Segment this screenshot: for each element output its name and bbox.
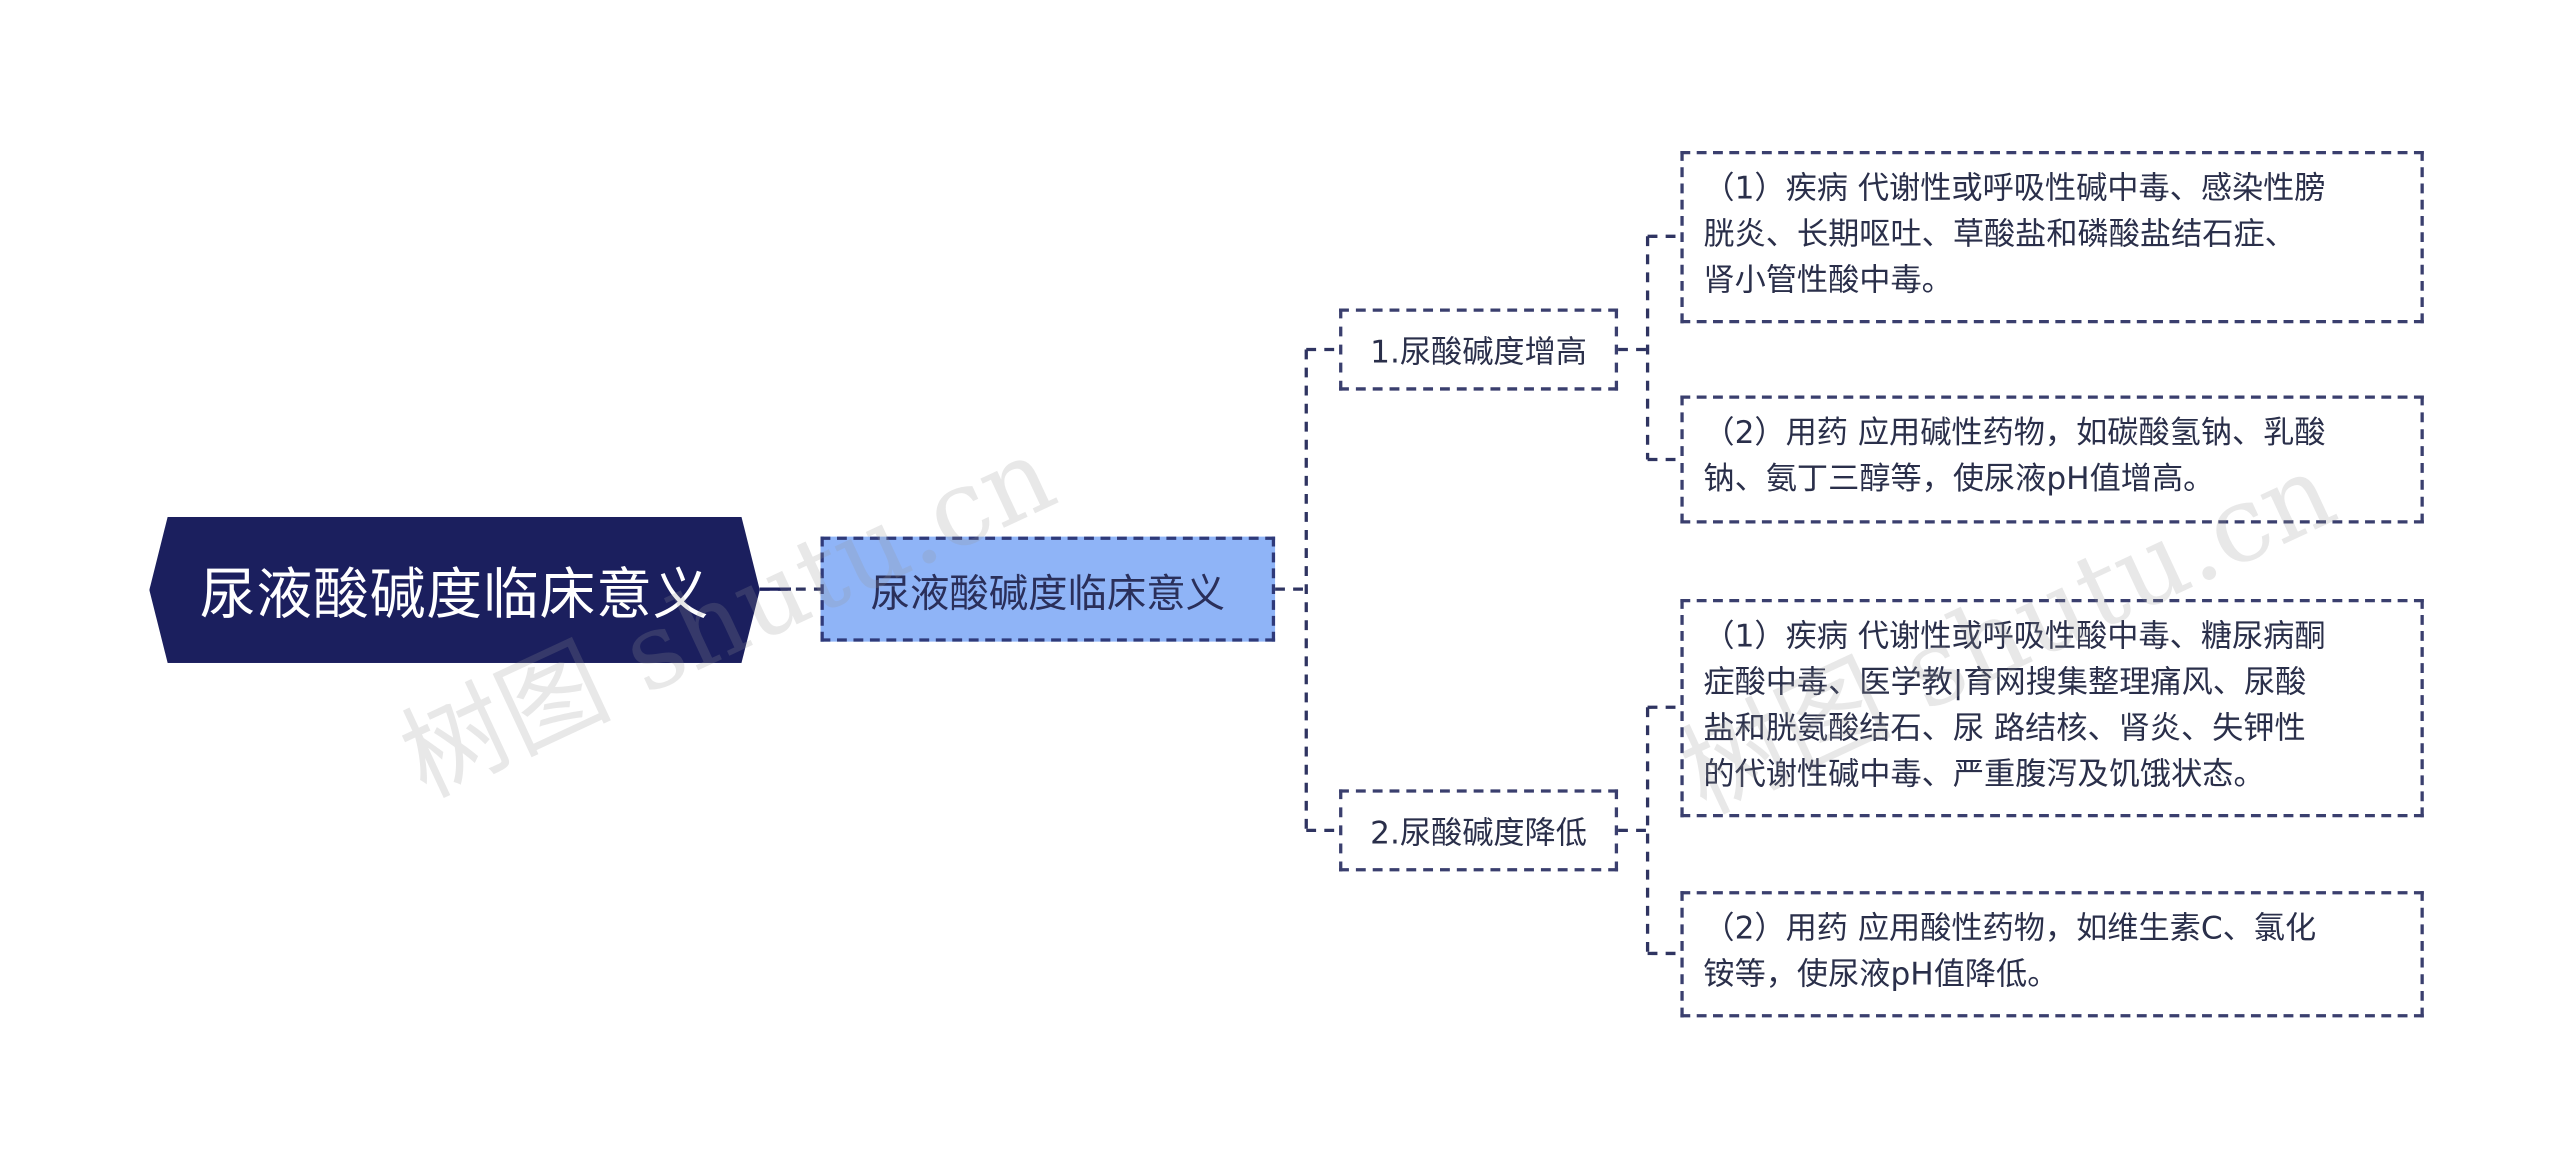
root-topic[interactable]: 尿液酸碱度临床意义	[149, 516, 760, 663]
leaf-decrease-disease[interactable]: （1）疾病 代谢性或呼吸性酸中毒、糖尿病酮 症酸中毒、医学教|育网搜集整理痛风、…	[1680, 598, 2424, 818]
branch-decrease-label: 2.尿酸碱度降低	[1370, 814, 1587, 851]
central-topic[interactable]: 尿液酸碱度临床意义	[820, 536, 1276, 642]
root-topic-label: 尿液酸碱度临床意义	[199, 562, 710, 629]
leaf-increase-drug[interactable]: （2）用药 应用碱性药物，如碳酸氢钠、乳酸 钠、氨丁三醇等，使尿液pH值增高。	[1680, 395, 2424, 524]
branch-increase[interactable]: 1.尿酸碱度增高	[1339, 308, 1619, 391]
leaf-decrease-drug[interactable]: （2）用药 应用酸性药物，如维生素C、氯化 铵等，使尿液pH值降低。	[1680, 891, 2424, 1018]
branch-decrease[interactable]: 2.尿酸碱度降低	[1339, 789, 1619, 872]
branch-increase-label: 1.尿酸碱度增高	[1370, 333, 1587, 371]
leaf-increase-disease[interactable]: （1）疾病 代谢性或呼吸性碱中毒、感染性膀 胱炎、长期呕吐、草酸盐和磷酸盐结石症…	[1680, 150, 2424, 324]
central-topic-label: 尿液酸碱度临床意义	[870, 570, 1226, 617]
